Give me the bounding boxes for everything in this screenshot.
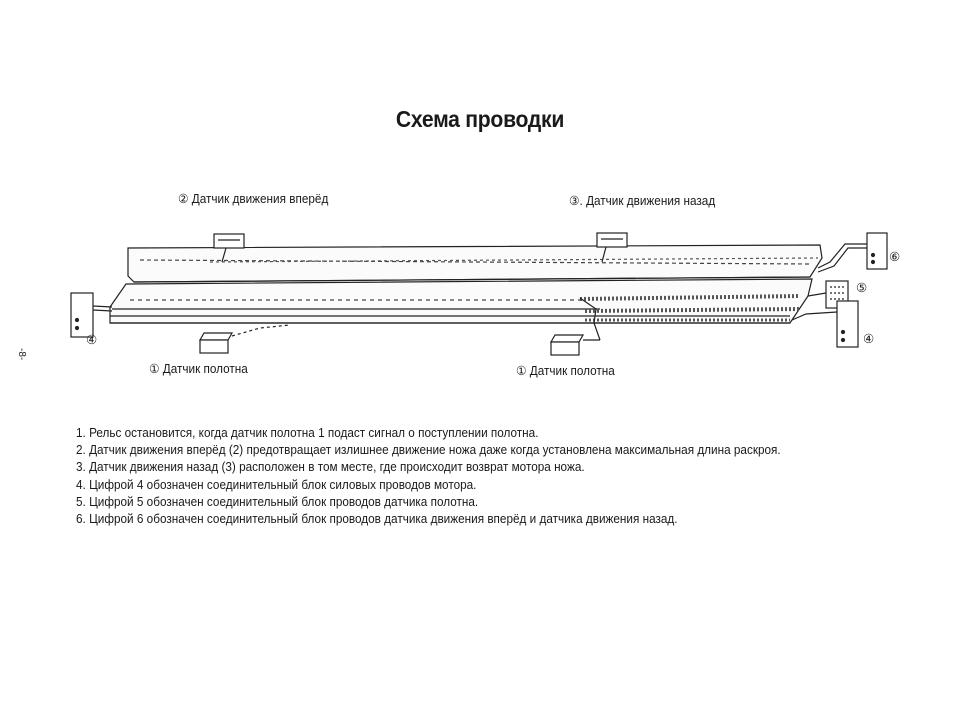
backward-sensor-box bbox=[596, 232, 628, 263]
marker-4-right: ④ bbox=[863, 332, 875, 346]
lower-rail bbox=[109, 278, 813, 341]
blade-sensor-left-label: ① Датчик полотна bbox=[149, 362, 248, 376]
note-item: 6. Цифрой 6 обозначен соединительный бло… bbox=[76, 512, 678, 527]
blade-sensor-right-label: ① Датчик полотна bbox=[516, 364, 615, 378]
blade-sensor-left bbox=[198, 324, 291, 354]
note-item: 4. Цифрой 4 обозначен соединительный бло… bbox=[76, 477, 477, 492]
forward-sensor-label: ② Датчик движения вперёд bbox=[178, 192, 329, 206]
forward-sensor-box bbox=[213, 233, 245, 263]
note-item: 3. Датчик движения назад (3) расположен … bbox=[76, 460, 585, 475]
note-item: 2. Датчик движения вперёд (2) предотвращ… bbox=[76, 443, 781, 458]
note-item: 5. Цифрой 5 обозначен соединительный бло… bbox=[76, 494, 479, 509]
marker-6: ⑥ bbox=[889, 250, 901, 264]
connector-block-4-left bbox=[70, 292, 113, 338]
blade-sensor-right bbox=[549, 334, 600, 356]
backward-sensor-label: ③. Датчик движения назад bbox=[569, 194, 716, 208]
upper-rail bbox=[127, 244, 823, 283]
page-title: Схема проводки bbox=[395, 106, 565, 132]
notes-list: 1. Рельс остановится, когда датчик полот… bbox=[76, 425, 781, 528]
marker-4-left: ④ bbox=[86, 333, 98, 347]
marker-5: ⑤ bbox=[856, 281, 868, 295]
connector-block-4-right bbox=[791, 300, 859, 348]
note-item: 1. Рельс остановится, когда датчик полот… bbox=[76, 426, 539, 440]
connector-block-6 bbox=[817, 232, 888, 273]
